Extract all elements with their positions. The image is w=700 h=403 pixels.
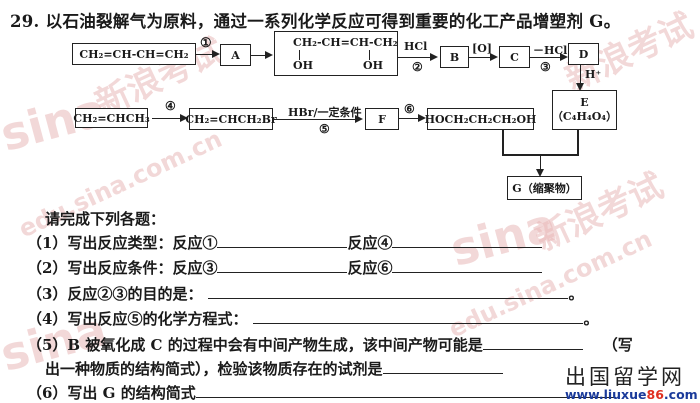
oxidation-reagent: [O] xyxy=(472,42,492,55)
q5-intermediate-blank[interactable] xyxy=(482,335,583,350)
compound-e-formula: （C₄H₄O₄） xyxy=(551,110,618,123)
butadiene-formula: CH₂=CH-CH=CH₂ xyxy=(79,47,189,61)
question-3: （3）反应②③的目的是： 。 xyxy=(27,283,583,304)
arrow-step2 xyxy=(398,53,438,61)
connector-horizontal xyxy=(502,154,579,156)
compound-a-box: A xyxy=(220,44,251,66)
step3-reagent: －HCl xyxy=(533,44,568,57)
q1-answer-4-blank[interactable] xyxy=(392,233,543,248)
compound-f-box: F xyxy=(365,108,399,130)
connector-diol-down xyxy=(502,130,504,155)
question-4: （4）写出反应⑤的化学方程式： 。 xyxy=(27,308,598,329)
step6-label: ⑥ xyxy=(404,102,415,116)
step1-label: ① xyxy=(200,36,212,51)
brand-url[interactable]: www.liuxue86.com xyxy=(565,388,698,402)
step5-label: ⑤ xyxy=(319,122,330,136)
q3-text: （3）反应②③的目的是： xyxy=(27,285,203,303)
compound-c-label: C xyxy=(510,50,519,64)
arrow-a-to-diol xyxy=(251,51,273,59)
oh-left: OH xyxy=(293,59,313,72)
question-6: （6）写出 G 的结构简式 xyxy=(27,382,616,403)
acid-reagent: H⁺ xyxy=(585,68,602,81)
q3-answer-blank[interactable] xyxy=(208,284,569,299)
q5-text-2: 出一种物质的结构简式），检验该物质存在的试剂是 xyxy=(45,360,383,378)
compound-c-box: C xyxy=(499,46,530,68)
compound-d-box: D xyxy=(568,43,599,65)
q3-end: 。 xyxy=(568,285,584,303)
q1-mid: 反应④ xyxy=(347,234,393,252)
arrow-step3 xyxy=(530,53,568,61)
step2-reagent: HCl xyxy=(404,40,428,53)
q4-text: （4）写出反应⑤的化学方程式： xyxy=(27,310,248,328)
q4-end: 。 xyxy=(583,310,599,328)
question-1: （1）写出反应类型：反应① 反应④ xyxy=(27,232,543,253)
q6-text: （6）写出 G 的结构简式 xyxy=(27,384,196,402)
q2-prefix: （2）写出反应条件：反应③ xyxy=(27,259,218,277)
connector-e-down xyxy=(577,130,579,155)
compound-b-label: B xyxy=(449,50,460,64)
propanediol-formula: HOCH₂CH₂CH₂OH xyxy=(424,112,537,126)
compound-b-box: B xyxy=(440,46,469,68)
question-2: （2）写出反应条件：反应③ 反应⑥ xyxy=(27,257,543,278)
question-number: 29. xyxy=(10,12,40,31)
allyl-bromide-formula: CH₂=CHCH₂Br xyxy=(185,112,277,126)
q5-text-1-end: （写 xyxy=(602,336,633,354)
compound-f-label: F xyxy=(378,112,386,126)
compound-e-box: E （C₄H₄O₄） xyxy=(552,90,617,130)
url-suffix: .com xyxy=(663,387,698,402)
question-stem: 29. 以石油裂解气为原料，通过一系列化学反应可得到重要的化工产品增塑剂 G。 xyxy=(10,8,621,32)
compound-e-label: E xyxy=(580,96,589,109)
compound-a-label: A xyxy=(231,48,240,62)
butadiene-box: CH₂=CH-CH=CH₂ xyxy=(72,43,196,65)
arrow-step5 xyxy=(273,115,363,123)
arrow-to-g xyxy=(536,155,544,177)
step4-label: ④ xyxy=(165,99,176,113)
arrow-step6 xyxy=(399,114,426,122)
question-5-line2: 出一种物质的结构简式），检验该物质存在的试剂是 xyxy=(45,358,503,379)
watermark-xinlang-2: 新浪考试 xyxy=(529,165,670,260)
bond-left xyxy=(299,50,301,60)
url-highlight: 86 xyxy=(646,387,664,402)
arrow-step4 xyxy=(152,114,188,122)
step3-label: ③ xyxy=(540,60,551,74)
q1-prefix: （1）写出反应类型：反应① xyxy=(27,234,218,252)
step5-reagent: HBr/一定条件 xyxy=(288,106,362,119)
q2-answer-6-blank[interactable] xyxy=(392,258,543,273)
questions-intro: 请完成下列各题： xyxy=(45,210,166,228)
q2-answer-3-blank[interactable] xyxy=(217,258,348,273)
q5-text-1: （5）B 被氧化成 C 的过程中会有中间产物生成，该中间产物可能是 xyxy=(27,336,483,354)
butenediol-chain: CH₂-CH=CH-CH₂ xyxy=(293,36,398,49)
q5-reagent-blank[interactable] xyxy=(382,359,503,374)
propene-box: CH₂=CHCH₃ xyxy=(73,108,150,128)
q1-answer-1-blank[interactable] xyxy=(217,233,348,248)
compound-g-label: G（缩聚物） xyxy=(512,182,577,195)
q4-answer-blank[interactable] xyxy=(253,309,584,324)
arrow-step1 xyxy=(196,50,220,58)
allyl-bromide-box: CH₂=CHCH₂Br xyxy=(185,108,277,130)
site-branding: 出国留学网 www.liuxue86.com xyxy=(565,366,698,402)
step2-label: ② xyxy=(412,60,423,74)
q2-mid: 反应⑥ xyxy=(347,259,393,277)
arrow-oxidation xyxy=(469,53,498,61)
question-text: 以石油裂解气为原料，通过一系列化学反应可得到重要的化工产品增塑剂 G。 xyxy=(45,12,621,31)
bond-right xyxy=(369,50,371,60)
question-5-line1: （5）B 被氧化成 C 的过程中会有中间产物生成，该中间产物可能是 （写 xyxy=(27,334,633,355)
butenediol-box: CH₂-CH=CH-CH₂ OH OH xyxy=(274,31,398,76)
propene-formula: CH₂=CHCH₃ xyxy=(73,111,150,125)
url-prefix: www.liuxue xyxy=(565,387,647,402)
propanediol-box: HOCH₂CH₂CH₂OH xyxy=(424,108,537,130)
q6-answer-blank[interactable] xyxy=(195,383,616,398)
compound-g-box: G（缩聚物） xyxy=(507,176,582,200)
compound-d-label: D xyxy=(578,47,589,61)
oh-right: OH xyxy=(363,59,383,72)
arrow-d-to-e xyxy=(576,65,584,91)
brand-name: 出国留学网 xyxy=(565,365,685,389)
